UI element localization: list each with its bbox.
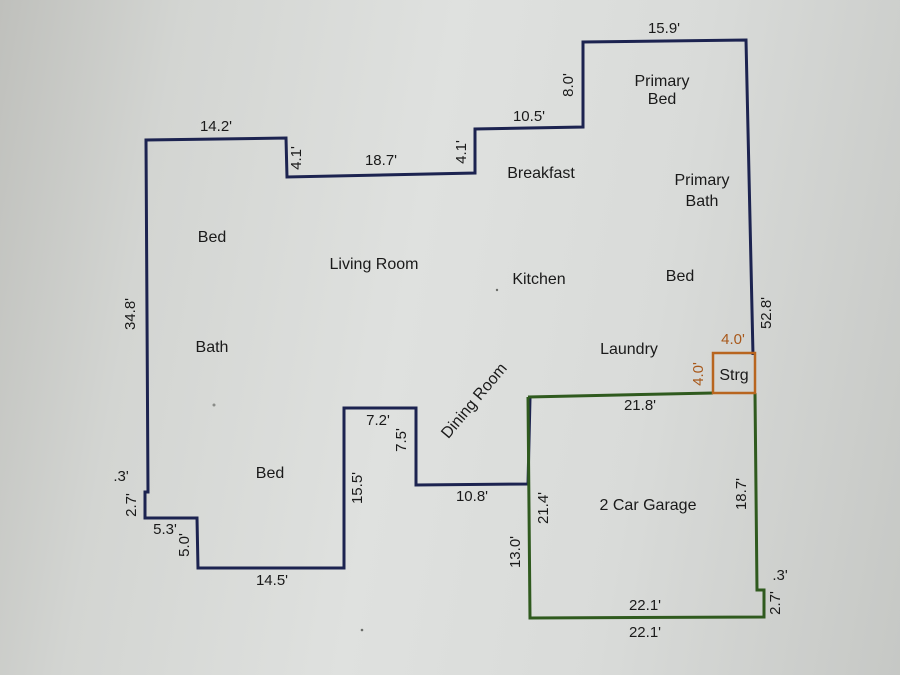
dim-garage-jog-vertical: 2.7' <box>767 591 784 615</box>
room-label-primary-bath-line1: Primary <box>674 172 729 189</box>
dim-middle-step-up: 4.1' <box>453 140 470 164</box>
room-label-primary-bed-line2: Bed <box>648 91 676 108</box>
dim-garage-right: 18.7' <box>733 478 750 510</box>
dim-left-jog-small: .3' <box>113 468 129 485</box>
dim-right-side: 52.8' <box>758 297 775 329</box>
room-label-bed-right: Bed <box>666 268 694 285</box>
room-label-bed-upper-left: Bed <box>198 229 226 246</box>
dim-garage-bottom-inner: 22.1' <box>629 597 661 614</box>
room-label-bed-lower-left: Bed <box>256 465 284 482</box>
room-label-bath-left: Bath <box>196 339 229 356</box>
speck-mark <box>495 288 499 292</box>
dim-garage-top: 21.8' <box>624 397 656 414</box>
room-label-laundry: Laundry <box>600 341 658 358</box>
room-label-storage: Strg <box>719 367 748 384</box>
dim-garage-left-inner: 21.4' <box>535 492 552 524</box>
garage-outline-wall <box>526 391 766 620</box>
room-label-primary-bed-line1: Primary <box>634 73 689 90</box>
speck-mark <box>360 628 364 632</box>
room-label-dining-room: Dining Room <box>438 360 510 442</box>
dim-lower-left-vertical: 5.0' <box>176 533 193 557</box>
storage-room-outline <box>711 351 757 395</box>
dim-dining-notch-top: 7.2' <box>366 412 390 429</box>
dim-garage-bottom-outer: 22.1' <box>629 624 661 641</box>
dim-dining-notch-vertical: 7.5' <box>393 428 410 452</box>
dim-lower-left-horizontal: 5.3' <box>153 521 177 538</box>
dim-top-left: 14.2' <box>200 118 232 135</box>
dim-bottom-left: 14.5' <box>256 572 288 589</box>
dim-left-step-down: 4.1' <box>288 146 305 170</box>
room-label-living-room: Living Room <box>330 256 419 273</box>
speck-mark <box>212 403 216 407</box>
room-label-primary-bath-line2: Bath <box>686 193 719 210</box>
dim-garage-jog-small: .3' <box>772 567 788 584</box>
dim-left-side: 34.8' <box>122 298 139 330</box>
dim-bed-right-wall: 15.5' <box>349 472 366 504</box>
dim-top-middle: 18.7' <box>365 152 397 169</box>
room-label-kitchen: Kitchen <box>512 271 565 288</box>
dim-storage-width: 4.0' <box>721 331 745 348</box>
dim-storage-height: 4.0' <box>690 362 707 386</box>
room-label-breakfast: Breakfast <box>507 165 575 182</box>
dim-primary-step-vertical: 8.0' <box>560 73 577 97</box>
dim-top-primary: 15.9' <box>648 20 680 37</box>
dim-breakfast-top: 10.5' <box>513 108 545 125</box>
room-label-garage: 2 Car Garage <box>600 497 697 514</box>
dim-left-jog-vertical: 2.7' <box>123 493 140 517</box>
dim-dining-bottom: 10.8' <box>456 488 488 505</box>
dim-garage-left-outer: 13.0' <box>507 536 524 568</box>
house-outline-wall <box>143 38 755 570</box>
